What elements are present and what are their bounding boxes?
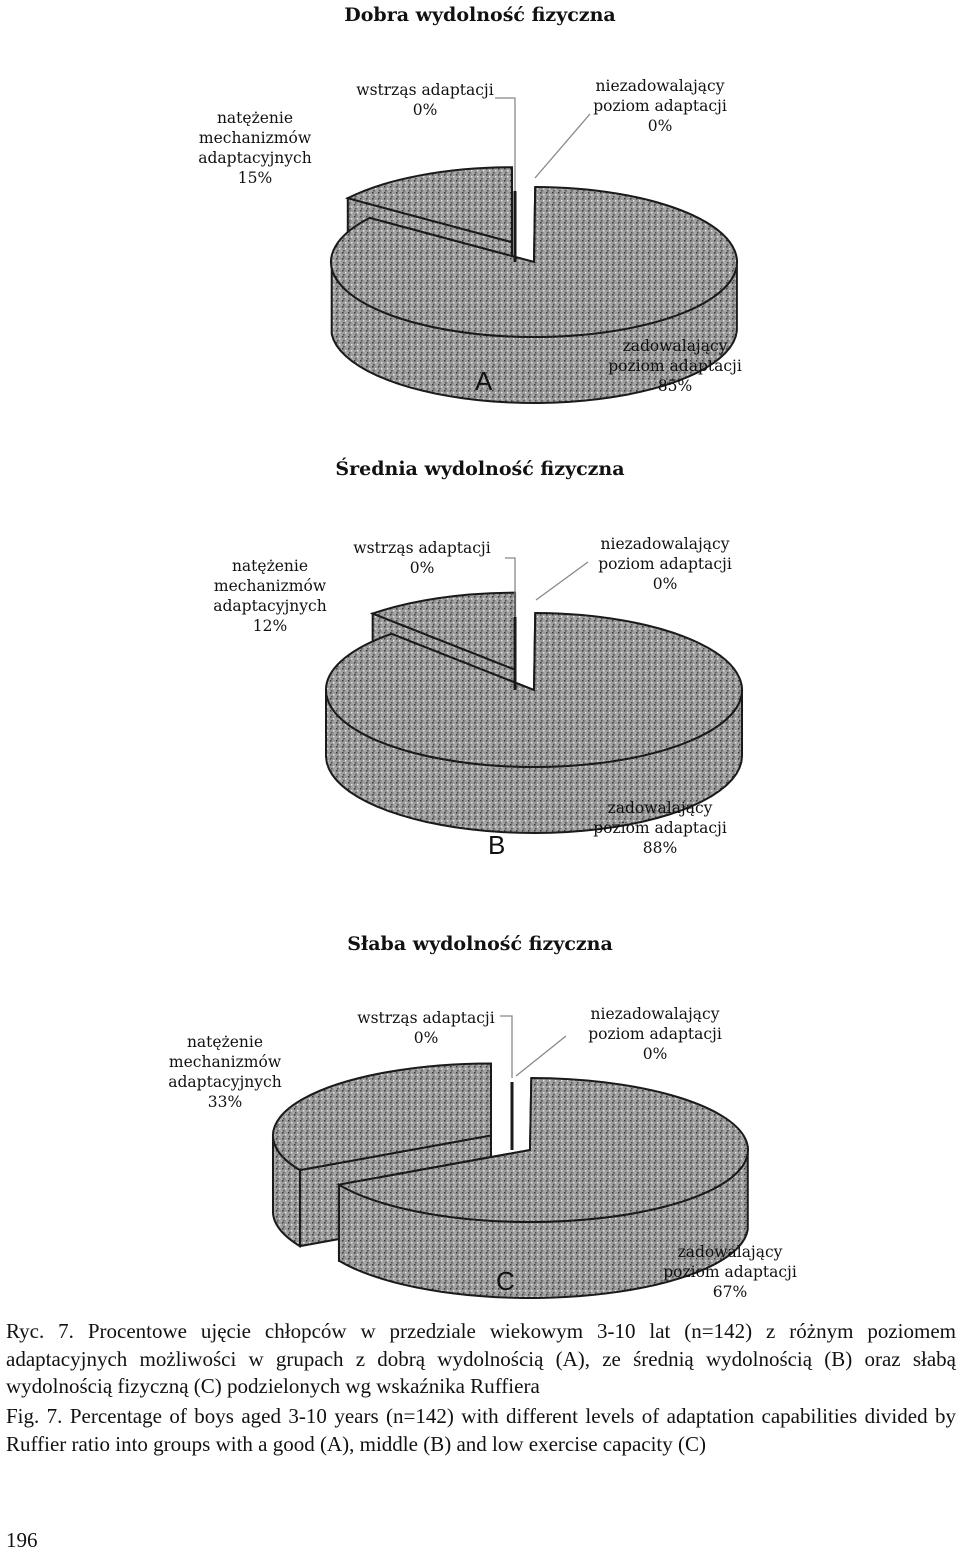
leader-lines bbox=[495, 97, 591, 222]
pie-chart bbox=[325, 557, 743, 834]
slice-zadowalajacy bbox=[325, 611, 743, 834]
slice-zadowalajacy bbox=[330, 185, 738, 404]
chart-title: Słaba wydolność fizyczna bbox=[347, 933, 613, 955]
slice-zadowalajacy bbox=[336, 1076, 749, 1299]
page-number: 196 bbox=[6, 1528, 38, 1552]
pie-chart bbox=[330, 97, 738, 404]
panel-letter: A bbox=[475, 366, 493, 396]
chart-title: Dobra wydolność fizyczna bbox=[344, 4, 616, 26]
figure-caption-polish: Ryc. 7. Procentowe ujęcie chłopców w prz… bbox=[6, 1319, 956, 1398]
pie-chart bbox=[271, 1015, 749, 1299]
panel-letter: B bbox=[488, 830, 506, 860]
leader-lines bbox=[500, 1015, 567, 1078]
panel-letter: C bbox=[496, 1266, 515, 1296]
figure-caption-english: Fig. 7. Percentage of boys aged 3-10 yea… bbox=[6, 1404, 956, 1456]
chart-title: Średnia wydolność fizyczna bbox=[335, 458, 625, 480]
